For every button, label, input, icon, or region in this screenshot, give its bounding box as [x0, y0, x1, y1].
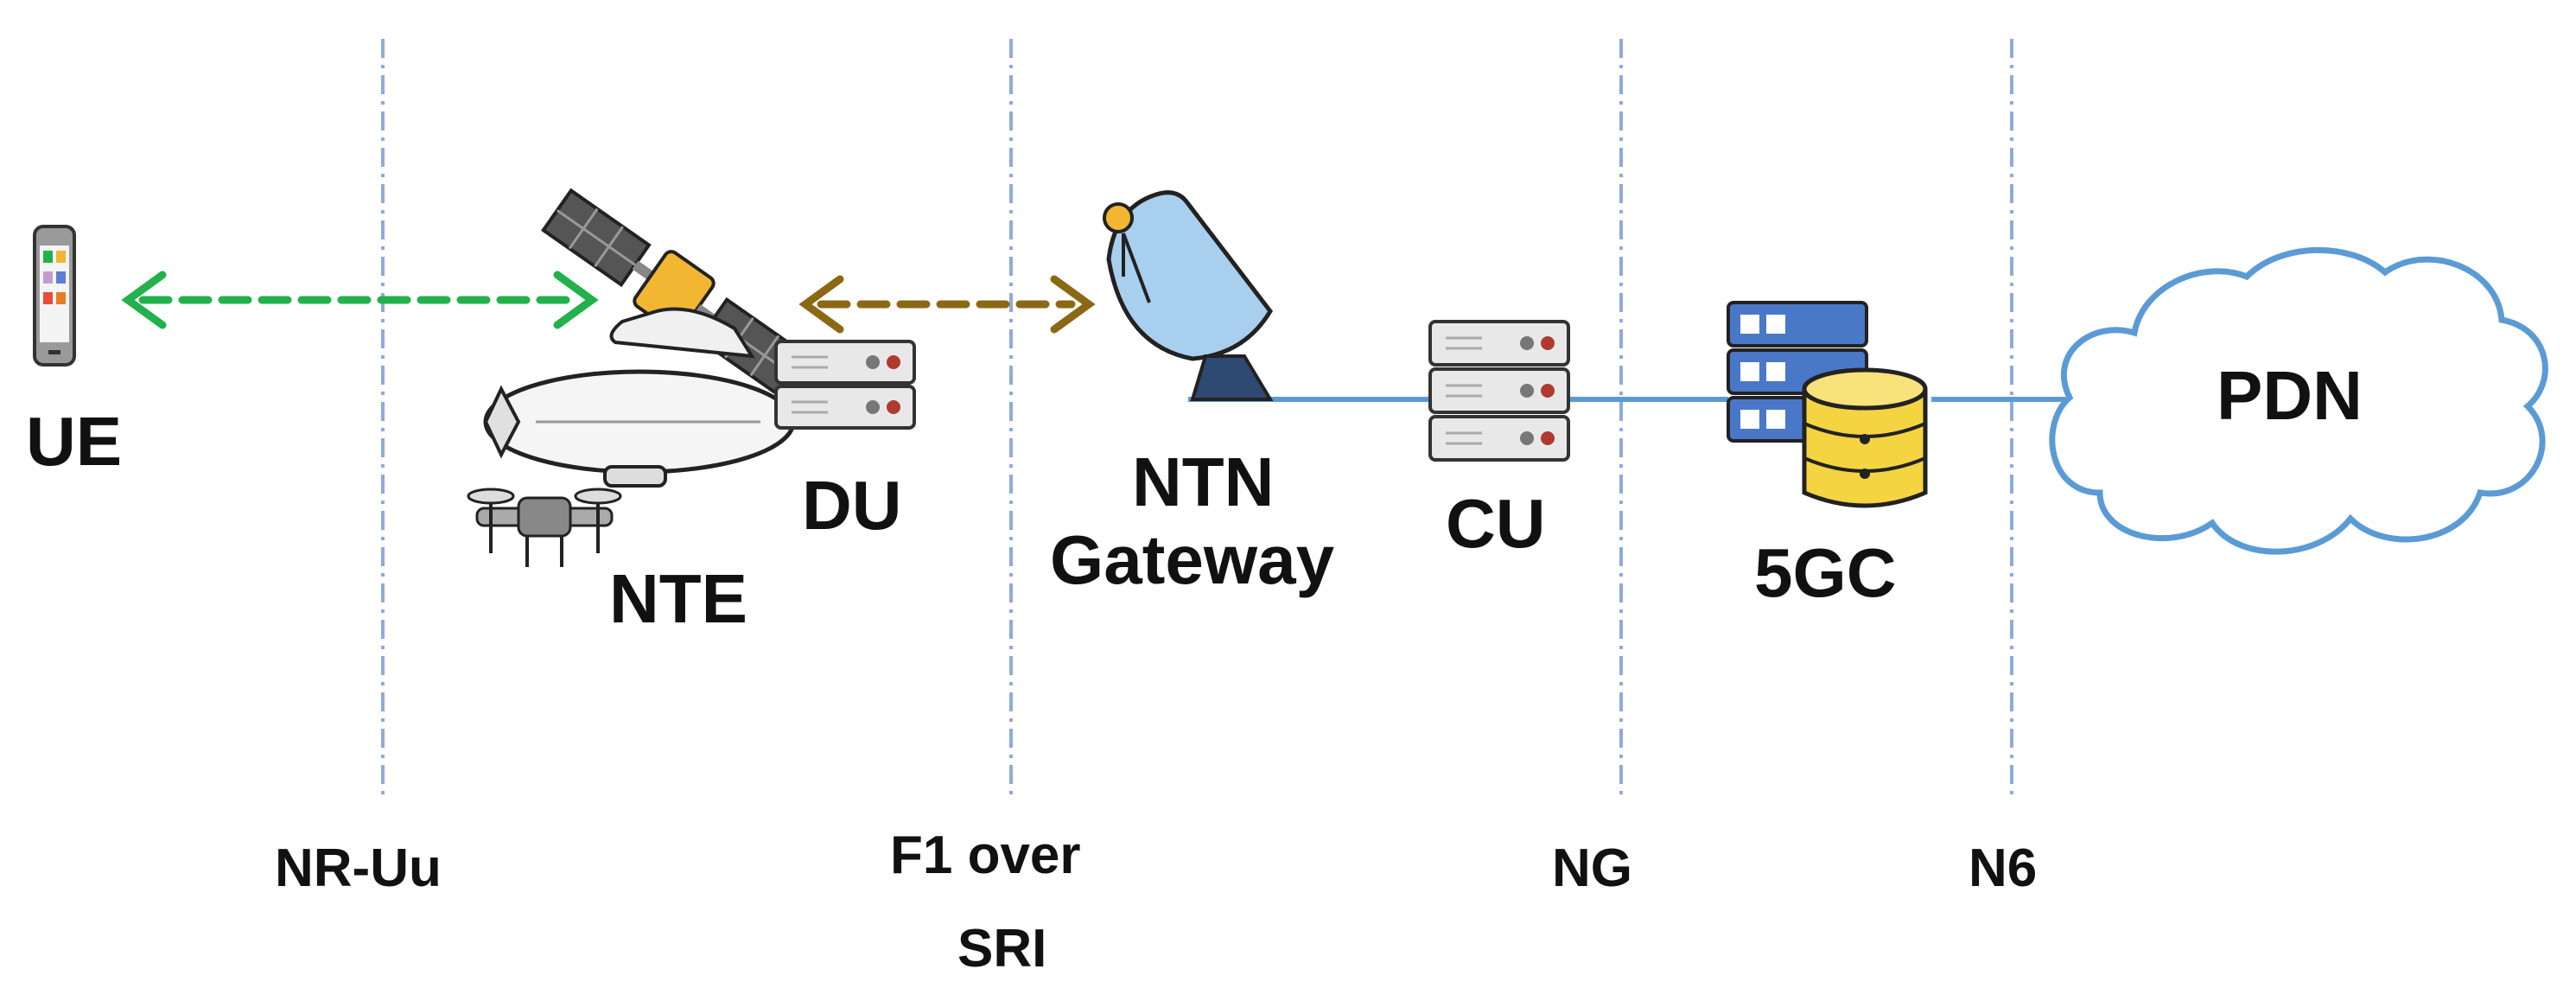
interface-boundaries — [381, 39, 2013, 795]
smartphone-icon — [33, 225, 76, 367]
f1-link — [798, 275, 1096, 334]
interface-label-ng: NG — [1552, 838, 1632, 898]
core-label: 5GC — [1754, 534, 1897, 611]
cloud-icon — [2049, 246, 2548, 555]
interface-label-nr-uu: NR-Uu — [275, 838, 442, 898]
drone-icon — [467, 488, 622, 567]
interface-label-f1-line2: SRI — [957, 919, 1046, 979]
pdn-label: PDN — [2217, 357, 2363, 434]
ntn-gateway-label-line2: Gateway — [1050, 521, 1335, 598]
cu-label: CU — [1446, 485, 1546, 562]
interface-label-f1-line1: F1 over — [890, 826, 1081, 885]
du-label: DU — [802, 467, 902, 544]
ue-label: UE — [26, 403, 122, 480]
interface-label-n6: N6 — [1969, 838, 2037, 898]
airship-icon — [483, 307, 796, 488]
ue-nte-link — [121, 271, 599, 329]
server-database-icon — [1727, 301, 1928, 508]
ntn-gateway-label-line1: NTN — [1132, 443, 1274, 520]
du-server-stack-icon — [774, 340, 916, 430]
cu-server-stack-icon — [1428, 320, 1570, 462]
satellite-dish-icon — [1103, 190, 1274, 401]
nte-label: NTE — [609, 560, 747, 637]
